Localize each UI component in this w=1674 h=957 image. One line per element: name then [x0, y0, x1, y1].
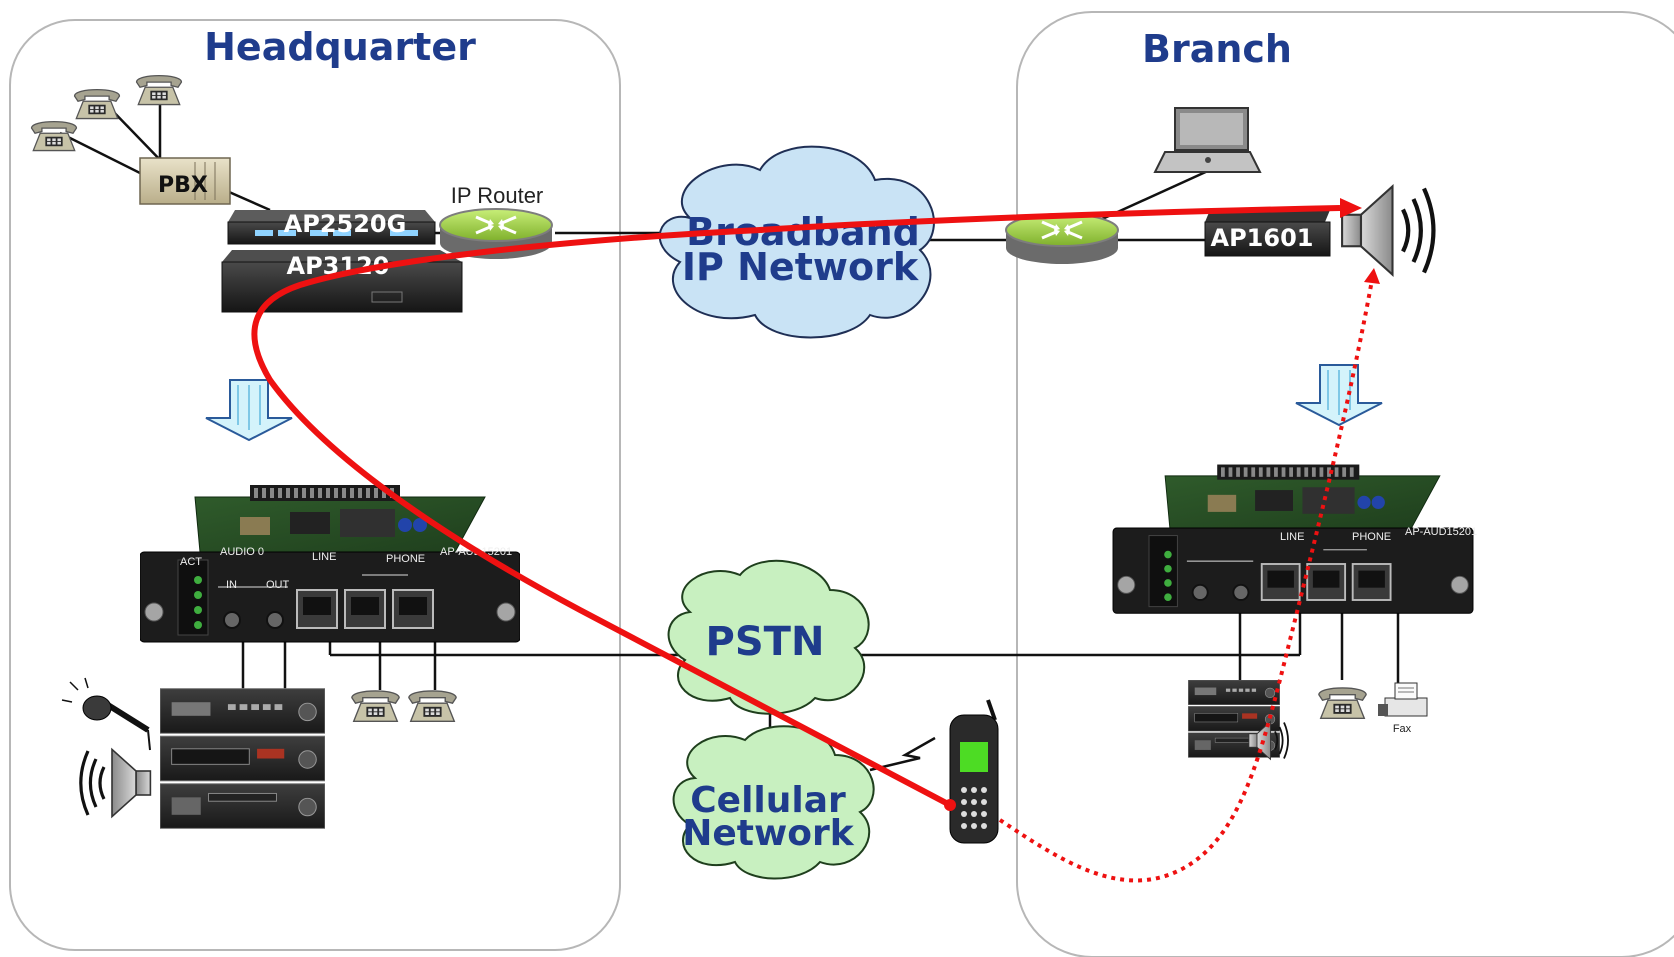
cellular-label-line2: Network: [682, 813, 854, 854]
laptop-icon: [1153, 107, 1262, 173]
card-out-label: OUT: [266, 579, 290, 591]
router-icon: [1004, 212, 1120, 266]
fax-icon: [1378, 682, 1428, 717]
card-line-label: LINE: [312, 551, 336, 563]
speaker-icon: [79, 747, 152, 819]
audio-rack: [160, 688, 325, 829]
microphone-icon: [61, 677, 151, 751]
down-arrow-icon: [1295, 364, 1383, 427]
broadband-label-line2: IP Network: [682, 245, 919, 289]
fax-label: Fax: [1393, 723, 1412, 735]
ip-router-label: IP Router: [451, 183, 544, 208]
cellular-label-line1: Cellular: [690, 780, 846, 821]
branch-zone: [1016, 11, 1674, 957]
broadband-cloud: Broadband IP Network: [658, 145, 935, 339]
card-in-label: IN: [226, 579, 237, 591]
telephone-icon: [73, 88, 121, 120]
headquarter-title: Headquarter: [204, 25, 476, 69]
telephone-icon: [135, 74, 183, 106]
down-arrow-icon: [205, 379, 293, 442]
card-phone-label: PHONE: [386, 553, 425, 565]
branch-title: Branch: [1142, 27, 1292, 71]
branch-audio-card: AP-AUD15201 LINE PHONE: [1112, 463, 1477, 615]
ap1601-label: AP1601: [1211, 224, 1314, 252]
ap1601-device: AP1601: [1204, 210, 1331, 257]
card-audio-label: AUDIO 0: [220, 546, 264, 558]
headquarter-zone: [9, 19, 621, 951]
dotted-route-path: [998, 268, 1380, 883]
telephone-icon: [1318, 687, 1367, 720]
card-model-label: AP-AUD15201: [1405, 526, 1477, 538]
telephone-icon: [408, 690, 457, 723]
card-line-label: LINE: [1280, 531, 1304, 543]
pstn-cloud: PSTN: [667, 559, 870, 715]
ap2520g-device: AP2520G: [227, 210, 436, 245]
telephone-icon: [351, 690, 400, 723]
telephone-icon: [30, 120, 78, 152]
cellular-cloud: Cellular Network: [672, 725, 875, 880]
cell-phone-icon: [869, 699, 999, 844]
card-phone-label: PHONE: [1352, 531, 1391, 543]
ap2520g-label: AP2520G: [284, 210, 407, 238]
call-route-path: [251, 198, 1362, 811]
pbx-label: PBX: [158, 173, 208, 198]
ap3120-device: AP3120: [221, 250, 463, 313]
pbx-device: PBX: [139, 157, 231, 205]
pstn-label: PSTN: [706, 619, 825, 665]
card-act-label: ACT: [180, 556, 202, 568]
hq-audio-card: AP-AUD15201 ACT AUDIO 0 IN OUT LINE PHON…: [140, 484, 520, 643]
speaker-icon: [1342, 186, 1433, 274]
